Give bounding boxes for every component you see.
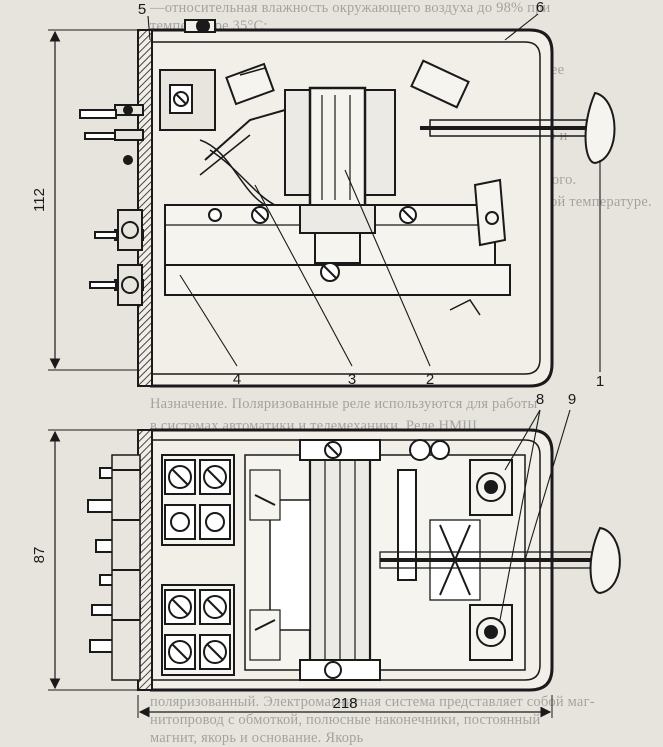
dimension-height-bottom: 87 <box>31 429 138 691</box>
leaders-bottom <box>499 409 571 621</box>
screw-terminal-blocks <box>161 454 235 676</box>
callout-1: 1 <box>596 373 604 390</box>
dimension-height-top: 112 <box>31 29 138 371</box>
bottom-view-plan <box>87 428 621 692</box>
callout-9: 9 <box>568 391 576 408</box>
leaders-top <box>147 13 601 372</box>
base-plate <box>137 29 153 387</box>
callout-6: 6 <box>536 0 544 16</box>
coil-plan <box>299 439 381 681</box>
background-text-line: —относительная влажность окружающего воз… <box>150 0 551 16</box>
callout-2: 2 <box>426 371 434 388</box>
dimension-height-bottom-value: 87 <box>31 547 48 564</box>
coil <box>284 86 396 282</box>
dimension-width-bottom: 218 <box>137 695 553 718</box>
terminal-pins <box>87 454 141 681</box>
dimension-width-bottom-value: 218 <box>332 695 357 712</box>
background-text-line: поляризованный. Электромагнитная система… <box>150 694 595 710</box>
callout-3: 3 <box>348 371 356 388</box>
callout-5: 5 <box>138 1 146 18</box>
callout-4: 4 <box>233 371 241 388</box>
terminal-block <box>79 69 216 306</box>
dimension-height-top-value: 112 <box>31 188 48 212</box>
reset-knob-bottom <box>379 526 621 595</box>
top-view-side-section <box>79 19 616 388</box>
background-text-line: Назначение. Поляризованные реле использу… <box>150 396 538 412</box>
callout-8: 8 <box>536 391 544 408</box>
reset-knob <box>420 91 616 165</box>
